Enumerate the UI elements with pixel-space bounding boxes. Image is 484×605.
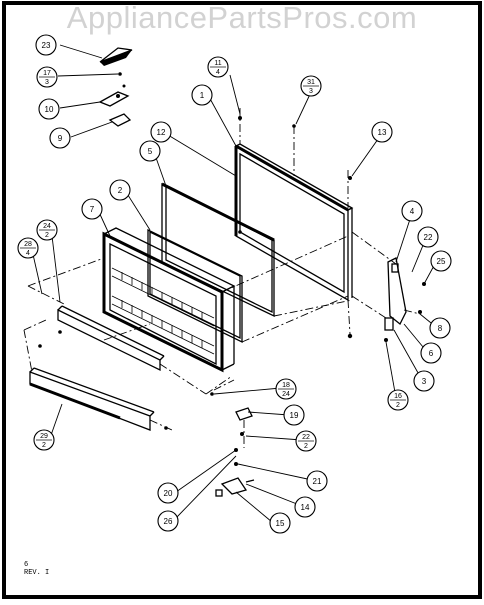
svg-text:3: 3: [309, 88, 313, 95]
svg-text:2: 2: [42, 442, 46, 449]
callout-8: 8: [429, 317, 451, 339]
svg-text:22: 22: [424, 233, 433, 242]
page-number: 6: [24, 561, 29, 569]
callout-31-3: 313: [300, 75, 322, 97]
svg-text:26: 26: [164, 517, 173, 526]
svg-text:13: 13: [378, 128, 387, 137]
svg-text:1: 1: [200, 91, 205, 100]
door-shelf-bars: [29, 305, 165, 431]
callout-2: 2: [109, 179, 131, 201]
svg-text:12: 12: [157, 128, 166, 137]
svg-text:2: 2: [396, 402, 400, 409]
callout-22: 22: [417, 226, 439, 248]
callout-13: 13: [371, 121, 393, 143]
svg-text:11: 11: [214, 60, 221, 67]
callout-24-2: 242: [36, 219, 58, 241]
door-liner: [161, 182, 275, 318]
svg-text:22: 22: [302, 434, 310, 441]
callout-16-2: 162: [387, 389, 409, 411]
callout-21: 21: [306, 470, 328, 492]
svg-text:29: 29: [40, 433, 48, 440]
callout-17-3: 173: [36, 66, 58, 88]
callout-6: 6: [420, 342, 442, 364]
svg-text:2: 2: [45, 232, 49, 239]
svg-text:25: 25: [437, 257, 446, 266]
callout-12: 12: [150, 121, 172, 143]
svg-text:2: 2: [118, 186, 123, 195]
basket-frame: [102, 227, 236, 373]
hinge-assembly: [347, 176, 426, 342]
svg-text:4: 4: [216, 69, 220, 76]
svg-text:6: 6: [429, 349, 434, 358]
callout-19: 19: [283, 404, 305, 426]
door-frame-assembly: [234, 143, 354, 302]
bottom-hinge-parts: [38, 330, 255, 497]
revision-label: REV. I: [24, 569, 50, 577]
assembly-lines: [23, 108, 421, 448]
leader-lines: [31, 44, 437, 523]
svg-text:15: 15: [276, 519, 285, 528]
callout-26: 26: [157, 510, 179, 532]
svg-text:3: 3: [422, 377, 427, 386]
callout-20: 20: [157, 482, 179, 504]
svg-text:3: 3: [45, 79, 49, 86]
callout-25: 25: [430, 250, 452, 272]
svg-text:10: 10: [45, 105, 54, 114]
top-hinge-parts: [98, 47, 296, 396]
svg-text:8: 8: [438, 324, 443, 333]
svg-text:20: 20: [164, 489, 173, 498]
svg-text:5: 5: [148, 147, 153, 156]
page-footer: 6 REV. I: [24, 561, 49, 577]
svg-text:31: 31: [307, 79, 315, 86]
callout-1: 1: [191, 84, 213, 106]
callout-9: 9: [49, 127, 71, 149]
svg-text:21: 21: [313, 477, 322, 486]
callout-3: 3: [413, 370, 435, 392]
callout-4: 4: [401, 200, 423, 222]
callout-7: 7: [81, 198, 103, 220]
callout-5: 5: [139, 140, 161, 162]
callout-29-2: 292: [33, 429, 55, 451]
svg-text:17: 17: [43, 70, 51, 77]
callout-11-4: 114: [207, 56, 229, 78]
svg-text:24: 24: [282, 391, 290, 398]
svg-text:24: 24: [43, 223, 51, 230]
callout-22-2: 222: [295, 430, 317, 452]
svg-text:7: 7: [90, 205, 95, 214]
svg-text:14: 14: [301, 503, 310, 512]
callout-14: 14: [294, 496, 316, 518]
svg-text:4: 4: [26, 250, 30, 257]
svg-text:16: 16: [394, 393, 402, 400]
svg-text:4: 4: [410, 207, 415, 216]
svg-text:28: 28: [24, 241, 32, 248]
callout-28-4: 284: [17, 237, 39, 259]
svg-text:2: 2: [304, 443, 308, 450]
svg-text:23: 23: [42, 41, 51, 50]
svg-text:9: 9: [58, 134, 63, 143]
callout-10: 10: [38, 98, 60, 120]
svg-text:18: 18: [282, 382, 290, 389]
svg-text:19: 19: [290, 411, 299, 420]
callout-23: 23: [35, 34, 57, 56]
callout-15: 15: [269, 512, 291, 534]
